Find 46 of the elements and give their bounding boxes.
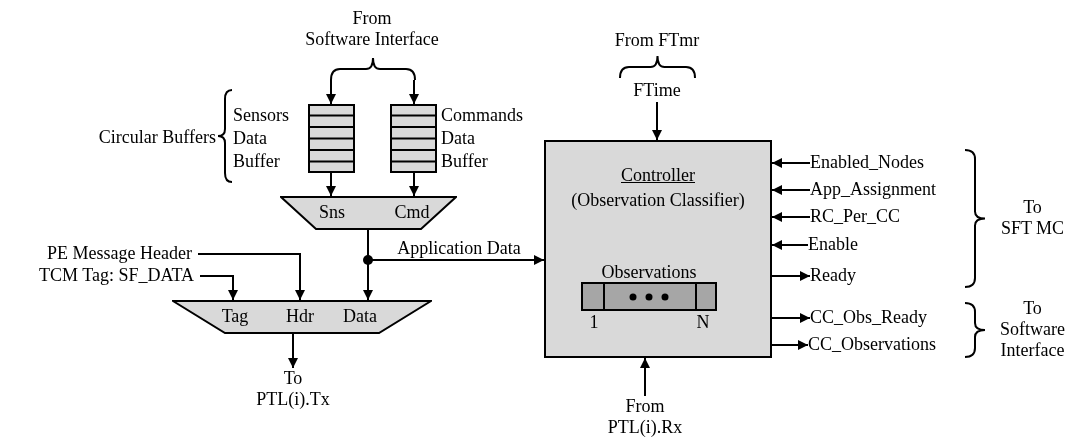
signal-label: Enable <box>808 234 859 255</box>
signal-label: CC_Obs_Ready <box>810 307 928 328</box>
port-label: Data <box>342 306 378 327</box>
arrow <box>771 240 809 250</box>
signal-label: Ready <box>810 265 857 286</box>
arrow <box>197 253 305 301</box>
index-label: N <box>695 312 711 333</box>
signal-label: RC_Per_CC <box>810 206 902 227</box>
signal-label: Enabled_Nodes <box>810 152 925 173</box>
arrow <box>409 79 419 105</box>
arrow <box>326 79 336 105</box>
destination-label: To Software Interface <box>999 298 1066 361</box>
arrow <box>771 185 811 195</box>
source-label: From Software Interface <box>304 8 440 50</box>
port-label: Sns <box>318 202 346 223</box>
port-label: To PTL(i).Tx <box>255 368 331 410</box>
arrow <box>771 271 811 281</box>
signal-label: PE Message Header <box>46 243 192 264</box>
port-label: From PTL(i).Rx <box>606 396 684 438</box>
signal-label: TCM Tag: SF_DATA <box>38 265 194 286</box>
buffer-label: Commands Data Buffer <box>441 104 524 173</box>
signal-label: FTime <box>632 80 682 101</box>
signal-label: App_Assignment <box>810 179 937 200</box>
controller-block <box>544 140 772 358</box>
arrow <box>409 172 419 197</box>
group-label: Circular Buffers <box>97 127 216 148</box>
block-subtitle: (Observation Classifier) <box>570 190 746 211</box>
block-title: Controller <box>620 165 696 186</box>
source-label: From FTmr <box>613 30 701 51</box>
arrow <box>771 313 811 323</box>
signal-label: CC_Observations <box>808 334 937 355</box>
destination-label: To SFT MC <box>999 197 1066 239</box>
arrow <box>771 212 811 222</box>
arrow <box>199 275 238 301</box>
arrow <box>771 158 811 168</box>
arrow <box>640 357 650 397</box>
register-label: Observations <box>600 262 698 283</box>
buffer-label: Sensors Data Buffer <box>233 104 290 173</box>
port-label: Cmd <box>393 202 431 223</box>
port-label: Tag <box>220 306 250 327</box>
arrow <box>771 340 809 350</box>
index-label: 1 <box>588 312 600 333</box>
port-label: Hdr <box>285 306 315 327</box>
arrow <box>326 172 336 197</box>
arrow <box>288 333 298 369</box>
arrow <box>652 101 662 141</box>
